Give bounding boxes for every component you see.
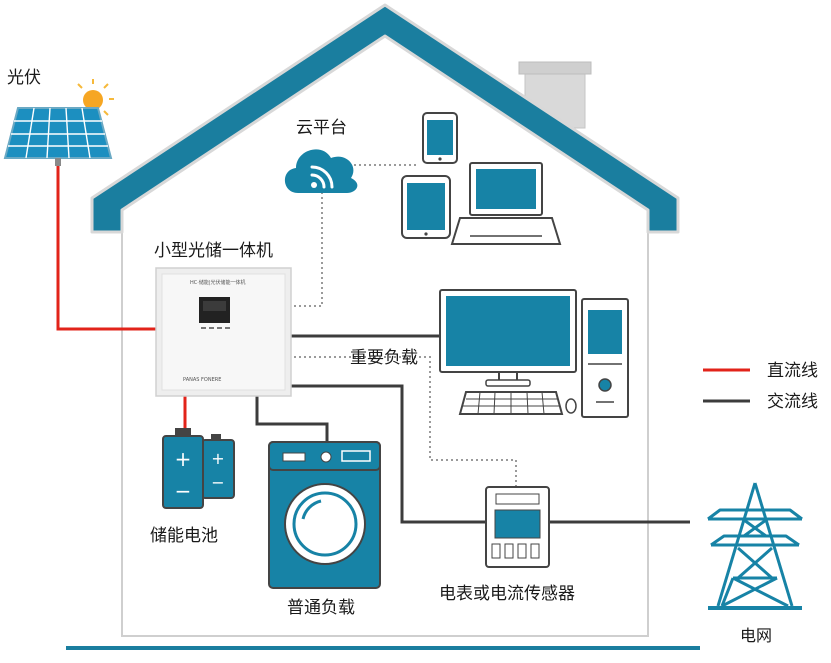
battery-label: 储能电池 <box>150 526 218 546</box>
transmission-tower-icon <box>707 482 803 610</box>
pc-tower-icon <box>581 298 629 418</box>
grid-label: 电网 <box>740 626 772 645</box>
electricity-meter-icon <box>485 486 550 568</box>
svg-text:−: − <box>211 473 224 492</box>
cloud-wifi-icon <box>284 149 358 193</box>
legend-ac-label: 交流线 <box>767 392 818 412</box>
svg-text:+: + <box>211 449 224 468</box>
pv-label: 光伏 <box>7 68 41 88</box>
inverter-top-text: HC·储能|光伏储能一体机 <box>190 279 246 286</box>
keyboard-icon <box>458 391 564 415</box>
chimney-cap <box>518 61 592 75</box>
legend: 直流线 交流线 <box>703 361 818 412</box>
house <box>66 3 700 650</box>
sun-icon <box>77 79 114 116</box>
ac-line-normal-load <box>255 395 329 442</box>
normal-load-label: 普通负载 <box>287 598 355 618</box>
battery-icon: + − + − <box>162 428 235 509</box>
legend-dc-label: 直流线 <box>767 361 818 381</box>
inverter-brand-text: PANAS FONERE <box>183 377 221 383</box>
data-line-cloud <box>289 193 323 307</box>
svg-text:−: − <box>175 479 192 503</box>
tablet-icon <box>401 175 451 239</box>
house-walls <box>121 220 649 637</box>
solar-panel-icon <box>3 79 114 166</box>
desktop-computer-icon <box>439 289 629 418</box>
inverter-label: 小型光储一体机 <box>154 241 273 261</box>
svg-text:+: + <box>175 447 192 471</box>
meter-label: 电表或电流传感器 <box>439 584 575 604</box>
roof <box>90 3 680 234</box>
mouse-icon <box>565 398 577 414</box>
dc-line-pv <box>56 166 162 331</box>
phone-icon <box>422 112 458 164</box>
laptop-icon <box>450 162 562 245</box>
important-load-label: 重要负载 <box>350 348 418 368</box>
inverter-device: HC·储能|光伏储能一体机 PANAS FONERE <box>155 267 292 397</box>
cloud-label: 云平台 <box>296 118 347 138</box>
washing-machine-icon <box>268 441 381 589</box>
